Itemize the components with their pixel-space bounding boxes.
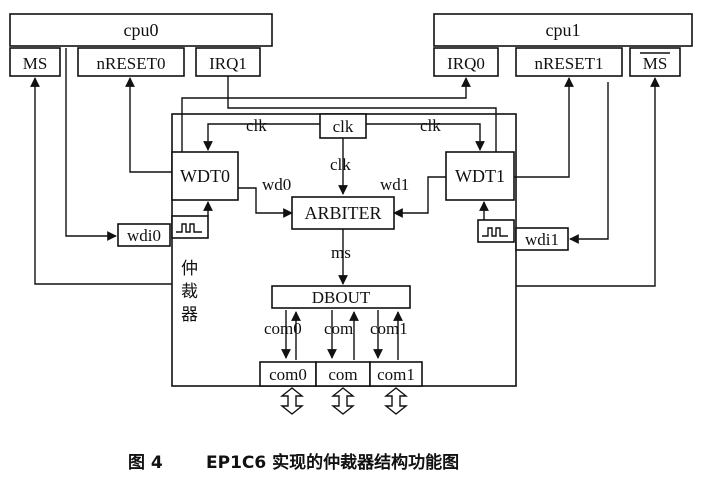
com-port-label: com	[328, 365, 357, 384]
clk-right-label: clk	[420, 116, 441, 135]
ms0-label: MS	[23, 54, 48, 73]
wdt1-to-nreset1-wire	[514, 77, 574, 178]
bus-com0-label: com0	[264, 319, 302, 338]
wd1-label: wd1	[380, 175, 409, 194]
com0-port-label: com0	[269, 365, 307, 384]
wdi1-label: wdi1	[525, 230, 559, 249]
ms1-to-wdi1-wire	[569, 82, 609, 244]
clk-wire-right	[366, 123, 485, 151]
ms1-feedback-wire	[516, 77, 660, 287]
cpu1-label: cpu1	[546, 20, 581, 40]
wdt0-to-nreset0-wire	[125, 77, 172, 173]
arbiter-label: ARBITER	[304, 203, 381, 223]
wd0-label: wd0	[262, 175, 291, 194]
clk-wire-left	[203, 123, 320, 151]
irq0-pin	[433, 47, 499, 77]
cpu0-label: cpu0	[124, 20, 159, 40]
irq1-wire	[227, 76, 497, 152]
com0-bidir-arrow-icon	[280, 387, 304, 415]
wdi1-block	[515, 227, 569, 251]
ms1-label: MS	[643, 54, 668, 73]
com1-port-label: com1	[377, 365, 415, 384]
arbiter-cn-char-1: 仲	[181, 259, 198, 279]
dbout-block	[271, 285, 411, 309]
nreset0-label: nRESET0	[97, 54, 166, 73]
cpu1-block: cpu1 IRQ0 nRESET1 MS	[433, 13, 693, 77]
figure-caption: EP1C6 实现的仲裁器结构功能图	[206, 452, 459, 473]
dbout-label: DBOUT	[312, 288, 371, 307]
com-bidir-arrow-icon	[331, 387, 355, 415]
ms0-feedback-wire	[30, 77, 172, 285]
com1-port	[369, 361, 423, 387]
ms0-to-wdi0-wire	[65, 48, 117, 241]
wdt0-label: WDT0	[180, 166, 230, 186]
irq1-label: IRQ1	[209, 54, 247, 73]
figure-number: 图 4	[128, 453, 163, 473]
irq0-label: IRQ0	[447, 54, 485, 73]
arbiter-cn-char-2: 裁	[181, 282, 198, 302]
wd1-wire	[393, 176, 446, 218]
bus-com1-label: com1	[370, 319, 408, 338]
irq1-pin	[195, 47, 261, 77]
nreset1-label: nRESET1	[535, 54, 604, 73]
arbiter-cn-char-3: 器	[181, 305, 198, 325]
bus-com-label: com	[324, 319, 353, 338]
wdi0-label: wdi0	[127, 226, 161, 245]
clk-left-label: clk	[246, 116, 267, 135]
clk-down-label: clk	[330, 155, 351, 174]
nreset1-pin	[515, 47, 623, 77]
wdt1-label: WDT1	[455, 166, 505, 186]
com1-bidir-arrow-icon	[384, 387, 408, 415]
wdt1-block	[445, 151, 515, 201]
wdi0-block	[117, 223, 171, 247]
ms0-pin	[9, 47, 61, 77]
wdi0-pulse-icon	[176, 223, 202, 233]
ms-label: ms	[331, 243, 351, 262]
wdt0-block	[171, 151, 239, 201]
cpu0-block: cpu0 MS nRESET0 IRQ1	[9, 13, 273, 77]
wd0-wire	[238, 187, 293, 218]
nreset0-pin	[77, 47, 185, 77]
clk-source-block	[319, 113, 367, 139]
irq0-wire	[181, 77, 471, 152]
clk-source-label: clk	[333, 117, 354, 136]
wdi1-pulse-icon	[482, 227, 508, 237]
